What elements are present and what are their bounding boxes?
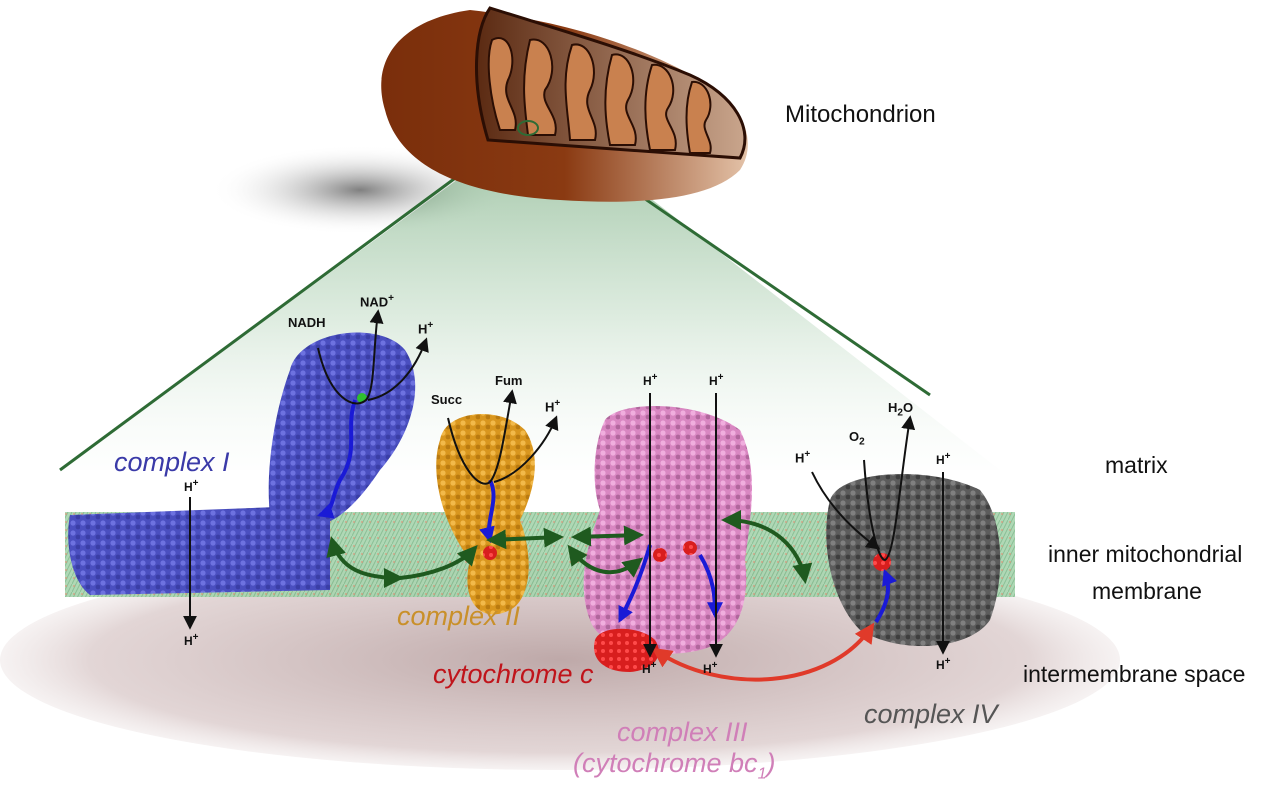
- proton-h: H: [184, 634, 193, 648]
- nad-text: NAD: [360, 294, 389, 310]
- complex-iii-body: [583, 406, 752, 654]
- proton-label-complex-iii-ims-2: H+: [703, 660, 718, 676]
- complex-i-membrane-arm: [68, 505, 331, 595]
- cytochrome-c-structure: [594, 628, 659, 672]
- proton-charge: +: [192, 478, 199, 489]
- proton-label-complex-i-ims: H+: [184, 632, 199, 648]
- proton-h: H: [795, 450, 805, 466]
- succinate-label: Succ: [431, 392, 463, 407]
- complex-ii-label: complex II: [397, 601, 521, 631]
- proton-label-complex-iv-consumed: H+: [795, 449, 810, 465]
- oxygen-text: O: [849, 429, 860, 444]
- proton-h: H: [936, 658, 945, 672]
- nadh-label: NADH: [288, 315, 326, 330]
- oxygen-label: O2: [849, 429, 865, 448]
- matrix-label: matrix: [1105, 452, 1168, 478]
- proton-charge: +: [651, 372, 658, 383]
- water-h: H: [888, 400, 898, 415]
- proton-charge: +: [711, 660, 718, 671]
- nad-charge: +: [388, 293, 395, 304]
- intermembrane-space-label: intermembrane space: [1023, 661, 1246, 687]
- proton-h: H: [184, 480, 193, 494]
- membrane-label-line2: membrane: [1092, 578, 1202, 604]
- complex-iii-alt-close: ): [766, 748, 776, 778]
- complex-ii-body: [436, 413, 535, 615]
- proton-h: H: [418, 321, 428, 337]
- complex-i-structure: [68, 332, 416, 595]
- water-o: O: [902, 400, 914, 415]
- proton-label-complex-iii-matrix-1: H+: [643, 372, 658, 388]
- proton-h: H: [642, 662, 651, 676]
- proton-label-complex-i-out: H+: [418, 320, 433, 336]
- reaction-arrows: [183, 309, 950, 658]
- proton-h: H: [709, 374, 718, 388]
- complex-iii-alt-label: (cytochrome bc1): [573, 748, 775, 783]
- complex-iv-body: [826, 473, 1001, 647]
- complex-iii-electron-path-left: [618, 544, 652, 623]
- cytochrome-c-label: cytochrome c: [433, 659, 594, 689]
- complex-iii-heme-1: [653, 548, 667, 562]
- proton-label-complex-iv-matrix: H+: [936, 451, 951, 467]
- complex-iv-structure: [826, 473, 1001, 647]
- complex-iii-heme-2: [683, 541, 697, 555]
- mitochondrion-illustration: [381, 6, 748, 202]
- proton-h: H: [545, 399, 555, 415]
- proton-charge: +: [944, 656, 951, 667]
- complex-iv-electron-path: [874, 569, 898, 624]
- proton-charge: +: [192, 632, 199, 643]
- proton-label-complex-iv-ims: H+: [936, 656, 951, 672]
- cytochrome-c-to-complex-iv-arrow: [651, 622, 875, 682]
- zoom-focus-circle: [517, 120, 539, 136]
- nad-plus-label: NAD+: [360, 293, 394, 309]
- intermembrane-space-region: [0, 550, 1120, 770]
- quinone-shuttle-arrows: [326, 510, 813, 588]
- complex-iii-structure: [583, 406, 752, 654]
- complex-ii-structure: [436, 413, 535, 615]
- proton-h: H: [643, 374, 652, 388]
- proton-charge: +: [650, 660, 657, 671]
- complex-iv-label: complex IV: [864, 699, 998, 729]
- fumarate-label: Fum: [495, 373, 523, 388]
- proton-h: H: [936, 453, 945, 467]
- complex-i-label: complex I: [114, 447, 230, 477]
- complex-i-matrix-arm: [268, 332, 416, 525]
- mitochondrion-label: Mitochondrion: [785, 101, 936, 128]
- complex-ii-heme: [483, 546, 497, 560]
- proton-charge: +: [804, 449, 811, 460]
- zoom-cone-left-edge: [59, 143, 501, 472]
- membrane-label-line1: inner mitochondrial: [1048, 541, 1243, 567]
- proton-h: H: [703, 662, 712, 676]
- proton-charge: +: [717, 372, 724, 383]
- complex-i-electron-path: [316, 399, 357, 519]
- complex-iii-alt-subscript: 1: [757, 765, 767, 783]
- proton-charge: +: [427, 320, 434, 331]
- proton-label-complex-iii-matrix-2: H+: [709, 372, 724, 388]
- oxygen-subscript: 2: [859, 436, 865, 448]
- proton-label-complex-iii-ims-1: H+: [642, 660, 657, 676]
- water-subscript: 2: [897, 407, 903, 419]
- proton-label-complex-ii: H+: [545, 398, 560, 414]
- complex-iii-electron-path-right: [698, 553, 723, 619]
- proton-label-complex-i-matrix: H+: [184, 478, 199, 494]
- complex-iii-label: complex III: [617, 717, 748, 747]
- water-label: H2O: [888, 400, 913, 419]
- proton-charge: +: [554, 398, 561, 409]
- cristae: [487, 37, 712, 154]
- complex-iii-alt-text: (cytochrome bc: [573, 748, 758, 778]
- proton-charge: +: [944, 451, 951, 462]
